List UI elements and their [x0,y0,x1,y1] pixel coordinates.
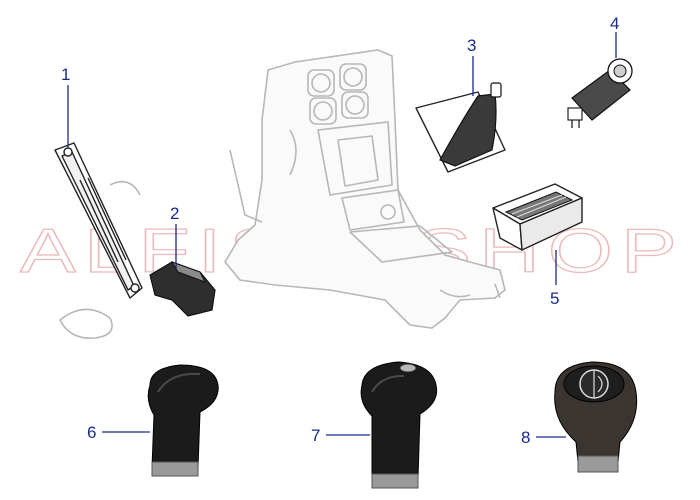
callout-6: 6 [87,423,96,442]
callout-4: 4 [610,14,619,33]
part-6-gear-knob-leather [147,364,219,477]
callout-1: 1 [61,65,70,84]
callout-2: 2 [170,204,179,223]
callout-7: 7 [311,426,320,445]
center-console-outline [59,49,506,339]
callout-3: 3 [467,36,476,55]
part-4-cigarette-lighter [567,58,633,128]
part-1-console-bracket [54,142,143,299]
part-3-shift-boot [415,82,506,173]
callout-labels: 1 2 3 4 5 6 7 8 [61,14,619,447]
part-5-ashtray [492,183,583,251]
part-8-gear-knob-emblem [554,361,638,473]
part-7-gear-knob-insert [360,361,438,489]
callout-8: 8 [521,428,530,447]
callout-5: 5 [550,289,559,308]
leader-lines [67,32,617,438]
part-2-clip [149,261,216,317]
